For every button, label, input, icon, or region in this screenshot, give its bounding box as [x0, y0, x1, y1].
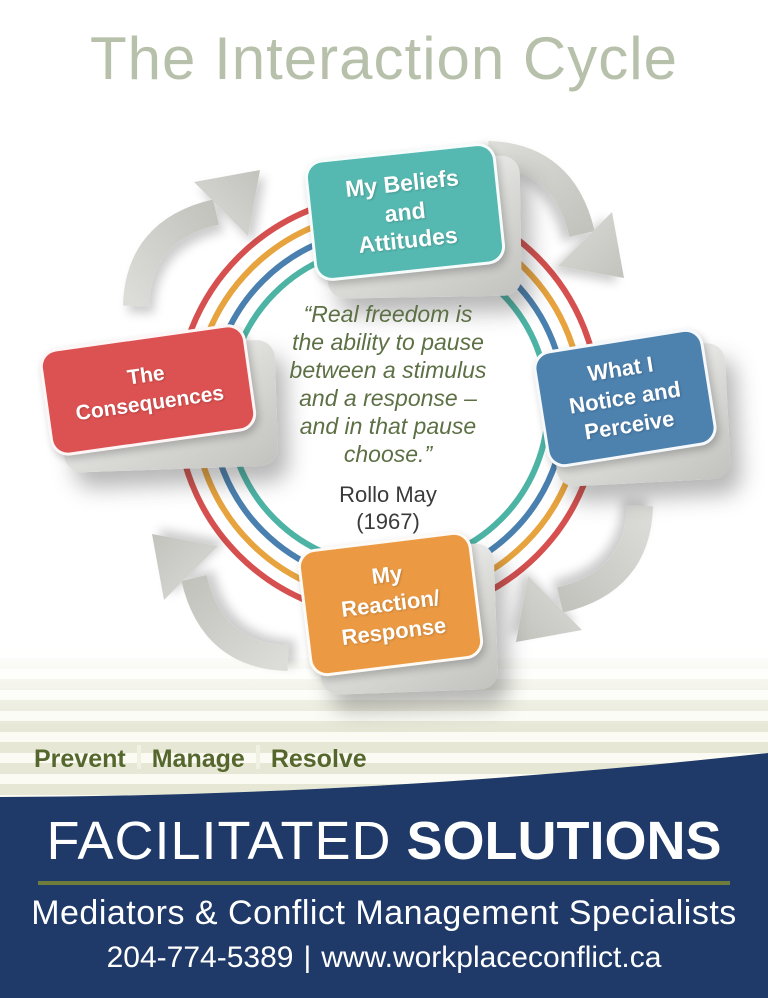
tagline-prevent: Prevent: [34, 744, 126, 773]
node-label-line: My: [370, 560, 404, 590]
footer-content: FACILITATED SOLUTIONS Mediators & Confli…: [0, 740, 768, 975]
tagline-manage: Manage: [151, 744, 245, 773]
cycle-arrow-icon: [136, 170, 260, 306]
brand-footer: FACILITATED SOLUTIONS Mediators & Confli…: [0, 740, 768, 998]
node-reaction-response: My Reaction/ Response: [295, 529, 499, 696]
contact-line: 204-774-5389 | www.workplaceconflict.ca: [0, 941, 768, 975]
node-label: My Reaction/ Response: [295, 529, 486, 679]
quote-line: choose.”: [343, 441, 433, 468]
brand-name-light: FACILITATED: [46, 811, 392, 871]
quote-line: between a stimulus: [289, 357, 487, 384]
tagline-resolve: Resolve: [270, 744, 367, 773]
tagline-separator: [255, 745, 260, 769]
node-notice-perceive: What I Notice and Perceive: [530, 326, 732, 488]
node-label-line: and: [383, 196, 427, 227]
node-label-line: Attitudes: [357, 222, 459, 259]
node-beliefs-attitudes: My Beliefs and Attitudes: [303, 141, 522, 299]
quote-year: (1967): [356, 508, 420, 534]
cycle-arrow-icon: [152, 534, 288, 658]
tagline: Prevent Manage Resolve: [34, 744, 367, 774]
tagline-separator: [136, 745, 141, 769]
node-label: My Beliefs and Attitudes: [303, 141, 507, 283]
quote-attribution: Rollo May: [339, 482, 437, 508]
quote-line: “Real freedom is: [303, 301, 473, 327]
center-quote: “Real freedom is the ability to pause be…: [254, 300, 522, 535]
brand-name: FACILITATED SOLUTIONS: [0, 814, 768, 868]
quote-line: and a response –: [299, 385, 477, 412]
brand-subtitle: Mediators & Conflict Management Speciali…: [31, 894, 737, 932]
brand-divider: [38, 881, 730, 885]
quote-line: and in that pause: [299, 413, 477, 440]
brand-name-bold: SOLUTIONS: [406, 811, 722, 871]
contact-separator: |: [303, 941, 312, 974]
website-url: www.workplaceconflict.ca: [321, 941, 662, 974]
footer-curve-background: [0, 753, 768, 998]
phone-number: 204-774-5389: [106, 941, 294, 974]
cycle-arrow-icon: [516, 506, 640, 642]
page-title: The Interaction Cycle: [90, 25, 678, 92]
quote-line: the ability to pause: [292, 329, 484, 356]
